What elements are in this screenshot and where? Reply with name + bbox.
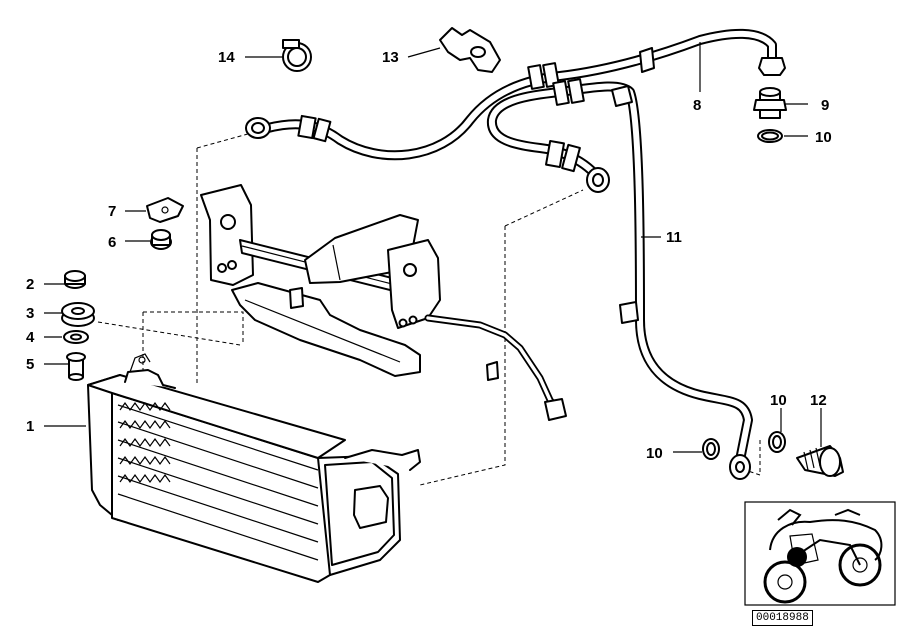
callout-10-left: 10 bbox=[646, 445, 663, 462]
leader-lines bbox=[44, 42, 822, 453]
diagram-number: 00018988 bbox=[752, 610, 813, 626]
mounting-bracket bbox=[200, 184, 567, 421]
reference-lines bbox=[97, 131, 761, 486]
clip-7 bbox=[146, 197, 184, 223]
bolt-5 bbox=[66, 352, 86, 381]
callout-8: 8 bbox=[693, 97, 701, 114]
rubber-mount-3 bbox=[61, 302, 95, 327]
callout-labels: 1 2 3 4 5 6 7 8 9 10 10 10 11 12 13 14 bbox=[26, 49, 832, 462]
callout-12: 12 bbox=[810, 392, 827, 409]
callout-11: 11 bbox=[666, 229, 682, 246]
union-9 bbox=[753, 87, 787, 119]
bushing-2 bbox=[64, 270, 86, 289]
oil-hose-8 bbox=[245, 28, 786, 161]
motorcycle-locator-inset bbox=[744, 501, 896, 606]
hose-clamp-14 bbox=[282, 39, 312, 72]
callout-6: 6 bbox=[108, 234, 116, 251]
callout-3: 3 bbox=[26, 305, 34, 322]
callout-10-top: 10 bbox=[815, 129, 832, 146]
oil-hose-11 bbox=[487, 78, 753, 480]
callout-1: 1 bbox=[26, 418, 34, 435]
callout-9: 9 bbox=[821, 97, 829, 114]
callout-5: 5 bbox=[26, 356, 34, 373]
seal-ring-10-top bbox=[757, 129, 783, 143]
callout-10-right: 10 bbox=[770, 392, 787, 409]
hollow-bolt-12 bbox=[796, 445, 844, 477]
seal-ring-10-right bbox=[768, 431, 786, 453]
callout-7: 7 bbox=[108, 203, 116, 220]
callout-14: 14 bbox=[218, 49, 235, 66]
seal-ring-10-left bbox=[702, 438, 720, 460]
nut-6 bbox=[150, 229, 172, 250]
hose-clip-13 bbox=[439, 27, 501, 73]
callout-2: 2 bbox=[26, 276, 34, 293]
callout-4: 4 bbox=[26, 329, 35, 346]
callout-13: 13 bbox=[382, 49, 399, 66]
washer-4 bbox=[63, 330, 89, 344]
motorcycle-locator-icon bbox=[763, 508, 883, 604]
oil-cooler bbox=[87, 353, 421, 583]
